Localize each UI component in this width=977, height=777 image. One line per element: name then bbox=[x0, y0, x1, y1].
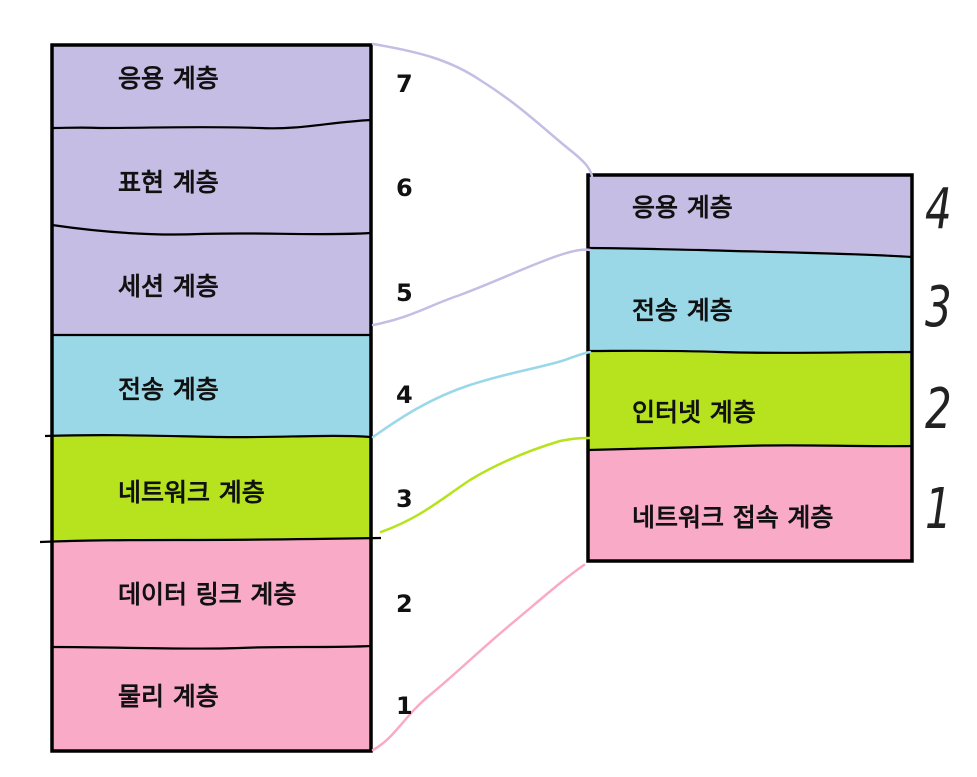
tcpip-border bbox=[586, 173, 914, 563]
osi-divider bbox=[51, 118, 372, 130]
tcpip-layer-number: 4 bbox=[925, 177, 952, 242]
tcpip-layer-label: 응용 계층 bbox=[632, 193, 733, 222]
tcpip-divider bbox=[587, 349, 913, 354]
tcpip-layer-number: 2 bbox=[925, 377, 952, 442]
osi-band-session bbox=[52, 225, 371, 335]
osi-stack bbox=[39, 43, 382, 753]
connector-application-bottom bbox=[371, 248, 592, 327]
tcpip-divider bbox=[587, 246, 913, 259]
osi-band-application bbox=[52, 45, 371, 129]
osi-layer-number: 6 bbox=[396, 174, 413, 202]
osi-divider bbox=[51, 223, 372, 236]
tcpip-layer-number: 3 bbox=[925, 275, 952, 340]
osi-layer-number: 2 bbox=[396, 590, 413, 618]
osi-band-transport bbox=[52, 335, 371, 438]
tcpip-band-transport bbox=[588, 248, 912, 353]
connector-transport bbox=[371, 350, 592, 439]
osi-divider bbox=[51, 644, 372, 650]
osi-layer-label: 데이터 링크 계층 bbox=[118, 580, 297, 609]
connector-application-top bbox=[371, 42, 594, 178]
osi-layer-number: 1 bbox=[396, 692, 413, 720]
osi-layer-number: 3 bbox=[396, 485, 413, 513]
tcpip-layer-label: 인터넷 계층 bbox=[632, 398, 756, 427]
osi-band-presentation bbox=[52, 120, 371, 235]
connector-network-access bbox=[371, 563, 586, 752]
tcpip-layer-number: 1 bbox=[925, 477, 952, 542]
osi-layer-label: 표현 계층 bbox=[118, 168, 219, 197]
connector-internet bbox=[379, 436, 592, 534]
tcpip-band-network-access bbox=[588, 445, 912, 561]
tcpip-band-internet bbox=[588, 350, 912, 450]
tcpip-band-application bbox=[588, 175, 912, 257]
osi-border bbox=[50, 43, 373, 753]
osi-layer-label: 물리 계층 bbox=[118, 682, 219, 711]
tcpip-layer-label: 네트워크 접속 계층 bbox=[632, 503, 834, 532]
osi-divider bbox=[39, 536, 382, 544]
osi-layer-number: 5 bbox=[396, 279, 413, 307]
tcpip-stack bbox=[586, 173, 914, 563]
osi-layer-number: 4 bbox=[396, 381, 413, 409]
osi-layer-number: 7 bbox=[396, 70, 413, 98]
osi-layer-label: 전송 계층 bbox=[118, 375, 219, 404]
osi-band-physical bbox=[52, 646, 371, 751]
tcpip-layer-label: 전송 계층 bbox=[632, 296, 733, 325]
mapping-connectors bbox=[371, 42, 594, 752]
osi-layer-label: 세션 계층 bbox=[118, 272, 219, 301]
osi-band-datalink bbox=[52, 537, 371, 649]
osi-band-network bbox=[52, 435, 371, 541]
osi-divider bbox=[44, 434, 372, 439]
osi-layer-label: 네트워크 계층 bbox=[118, 478, 265, 507]
osi-layer-label: 응용 계층 bbox=[118, 64, 219, 93]
tcpip-divider bbox=[587, 444, 913, 452]
